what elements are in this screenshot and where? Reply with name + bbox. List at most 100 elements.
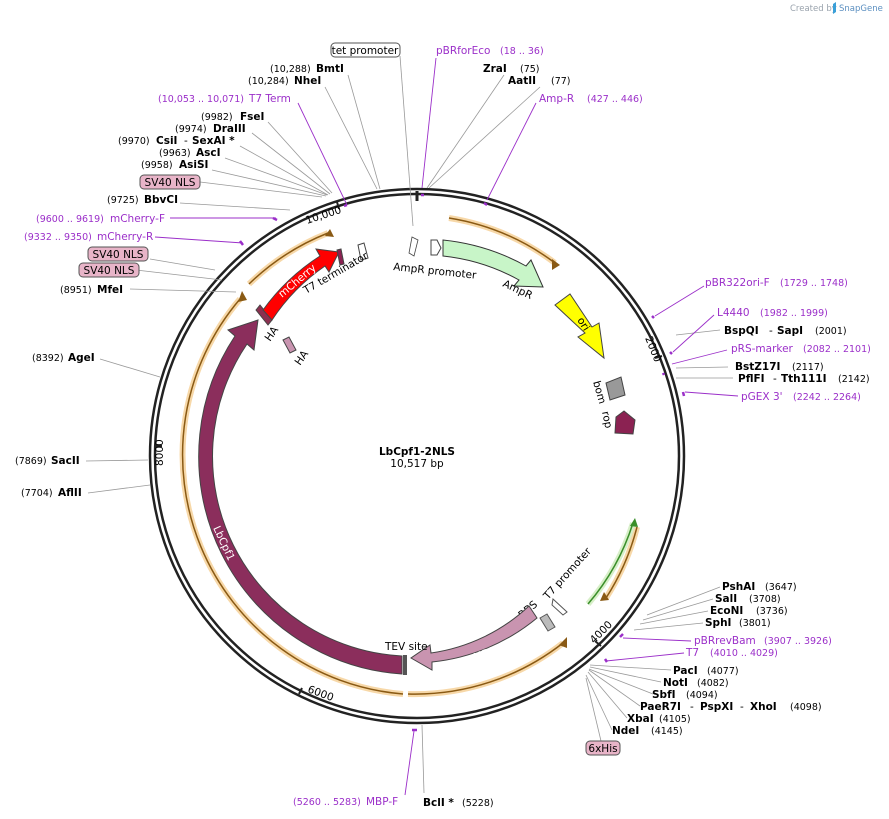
- t7-primer-label[interactable]: T7: [685, 647, 699, 659]
- sbfi-pos: (4094): [686, 690, 718, 701]
- tet-promoter-label: tet promoter: [332, 45, 399, 57]
- aatii-label[interactable]: AatII: [508, 75, 536, 87]
- pbr322ori-f-label[interactable]: pBR322ori-F: [705, 277, 770, 289]
- mcherry-f-label[interactable]: mCherry-F: [110, 213, 165, 225]
- t7-term-label[interactable]: T7 Term: [248, 93, 291, 105]
- sv40-nls-label-1: SV40 NLS: [145, 177, 196, 189]
- asisi-label[interactable]: AsiSI: [179, 159, 208, 171]
- t7-terminator-box[interactable]: [336, 242, 369, 266]
- sbfi-label[interactable]: SbfI: [652, 689, 676, 701]
- sv40-nls-box-1[interactable]: SV40 NLS: [139, 174, 201, 190]
- mcherry-arrow[interactable]: [262, 248, 340, 321]
- aflii-pos: (7704): [21, 488, 53, 499]
- nhei-pos: (10,284): [248, 76, 289, 87]
- bstz17i-pos: (2117): [792, 362, 824, 373]
- mbp-f-range: (5260 .. 5283): [293, 797, 361, 808]
- sphi-pos: (3801): [739, 618, 771, 629]
- pbrrevbam-label[interactable]: pBRrevBam: [694, 635, 756, 647]
- aflii-label[interactable]: AflII: [58, 487, 82, 499]
- plasmid-name: LbCpf1-2NLS: [379, 446, 455, 458]
- pspxi-label[interactable]: PspXI: [700, 701, 733, 713]
- svg-text:-: -: [184, 135, 188, 147]
- sv40-nls-box-2[interactable]: SV40 NLS: [87, 246, 149, 262]
- sacii-label[interactable]: SacII: [51, 455, 80, 467]
- bmti-pos: (10,288): [270, 64, 311, 75]
- pgex3-range: (2242 .. 2264): [793, 392, 861, 403]
- asci-label[interactable]: AscI: [196, 147, 221, 159]
- pbrrevbam-range: (3907 .. 3926): [764, 636, 832, 647]
- plasmid-length: 10,517 bp: [390, 458, 444, 470]
- ampr-promoter-arrow[interactable]: [430, 239, 442, 256]
- t7-promoter-label: T7 promoter: [541, 545, 595, 603]
- fsei-label[interactable]: FseI: [240, 111, 264, 123]
- sacii-pos: (7869): [15, 456, 47, 467]
- mfei-label[interactable]: MfeI: [97, 284, 123, 296]
- amp-r-label[interactable]: Amp-R: [539, 93, 574, 105]
- tev-site-label: TEV site: [384, 641, 428, 653]
- draiii-label[interactable]: DraIII: [213, 123, 246, 135]
- asisi-pos: (9958): [141, 160, 173, 171]
- backbone-outer: [148, 187, 686, 725]
- sexai-label[interactable]: SexAI *: [192, 135, 235, 147]
- sphi-label[interactable]: SphI: [705, 617, 731, 629]
- rop-arrow[interactable]: [614, 410, 636, 435]
- sv40-nls-box-3[interactable]: SV40 NLS: [78, 262, 140, 278]
- t7-primer-range: (4010 .. 4029): [710, 648, 778, 659]
- pflfi-label[interactable]: PflFI: [738, 373, 765, 385]
- sali-label[interactable]: SalI: [715, 593, 737, 605]
- pshai-label[interactable]: PshAI: [722, 581, 755, 593]
- t7-promoter-arrow[interactable]: [551, 598, 568, 616]
- xbai-label[interactable]: XbaI: [627, 713, 654, 725]
- sali-pos: (3708): [749, 594, 781, 605]
- tev-site-box[interactable]: [403, 655, 407, 675]
- mcherry-r-range: (9332 .. 9350): [24, 232, 92, 243]
- econi-label[interactable]: EcoNI: [710, 605, 743, 617]
- l4440-label[interactable]: L4440: [717, 307, 750, 319]
- bcli-label[interactable]: BclI *: [423, 797, 454, 809]
- noti-label[interactable]: NotI: [663, 677, 688, 689]
- nhei-label[interactable]: NheI: [294, 75, 321, 87]
- pbrforeco-label[interactable]: pBRforEco: [436, 45, 490, 57]
- bmti-label[interactable]: BmtI: [316, 63, 344, 75]
- ampr-promoter-label: AmpR promoter: [393, 261, 478, 282]
- tth111i-label[interactable]: Tth111I: [781, 373, 826, 385]
- agei-label[interactable]: AgeI: [68, 352, 95, 364]
- noti-pos: (4082): [697, 678, 729, 689]
- paer7i-label[interactable]: PaeR7I: [640, 701, 681, 713]
- xhoi-label[interactable]: XhoI: [750, 701, 777, 713]
- tick-2000: 2000: [642, 335, 663, 364]
- paci-label[interactable]: PacI: [673, 665, 698, 677]
- svg-text:-: -: [740, 701, 744, 713]
- econi-pos: (3736): [756, 606, 788, 617]
- prs-marker-label[interactable]: pRS-marker: [731, 343, 794, 355]
- primer-leaders: [154, 57, 739, 796]
- orf-arrowheads: [238, 229, 638, 648]
- pbrforeco-range: (18 .. 36): [500, 46, 544, 57]
- bspqi-label[interactable]: BspQI: [724, 325, 759, 337]
- ori-arrow[interactable]: [554, 293, 605, 360]
- six-his-box[interactable]: 6xHis: [585, 740, 621, 756]
- mbp-arrow[interactable]: [410, 605, 538, 671]
- bstz17i-label[interactable]: BstZ17I: [735, 361, 780, 373]
- snapgene-text: SnapGene: [839, 4, 883, 14]
- bom-box[interactable]: [605, 376, 626, 401]
- pgex3-label[interactable]: pGEX 3': [741, 391, 783, 403]
- rbs-box[interactable]: [539, 613, 556, 632]
- mbp-f-label[interactable]: MBP-F: [366, 796, 398, 808]
- sapi-label[interactable]: SapI: [777, 325, 803, 337]
- mcherry-r-label[interactable]: mCherry-R: [97, 231, 153, 243]
- tet-promoter-box[interactable]: tet promoter: [330, 42, 401, 58]
- bbvci-label[interactable]: BbvCI: [144, 194, 178, 206]
- ha-box-2[interactable]: [282, 336, 297, 354]
- ampr-arrow[interactable]: [442, 239, 544, 288]
- ampr-promoter-hatch: [408, 236, 419, 257]
- lbcpf1-arrow[interactable]: [198, 319, 403, 675]
- ndei-label[interactable]: NdeI: [612, 725, 639, 737]
- fsei-pos: (9982): [201, 112, 233, 123]
- paci-pos: (4077): [707, 666, 739, 677]
- zrai-label[interactable]: ZraI: [483, 63, 507, 75]
- agei-pos: (8392): [32, 353, 64, 364]
- csii-label[interactable]: CsiI: [156, 135, 177, 147]
- t7-term-range: (10,053 .. 10,071): [158, 94, 244, 105]
